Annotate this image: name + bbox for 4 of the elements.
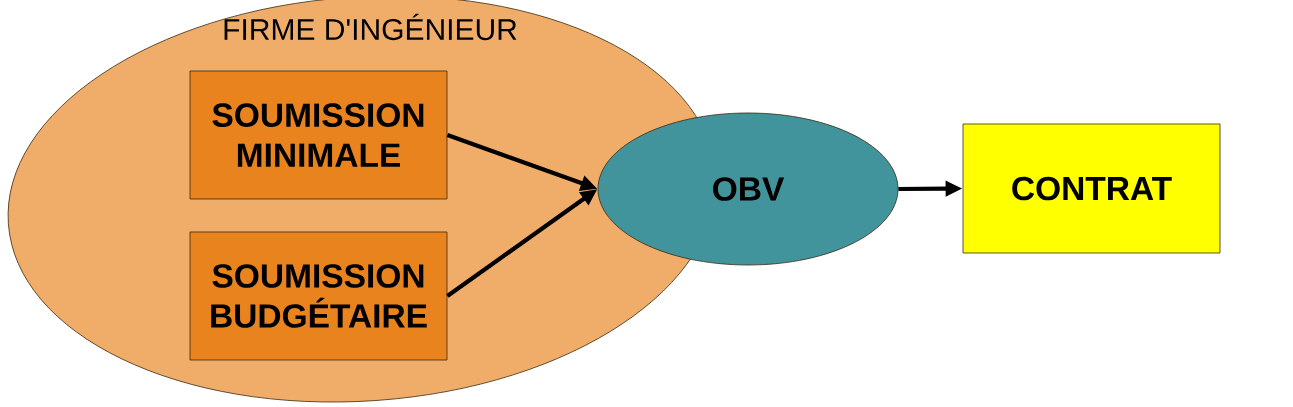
process-box: SOUMISSION BUDGÉTAIRE <box>189 231 448 361</box>
process-box: CONTRAT <box>962 123 1221 254</box>
process-box: SOUMISSION MINIMALE <box>189 70 448 200</box>
heading: FIRME D'INGÉNIEUR <box>224 13 517 41</box>
